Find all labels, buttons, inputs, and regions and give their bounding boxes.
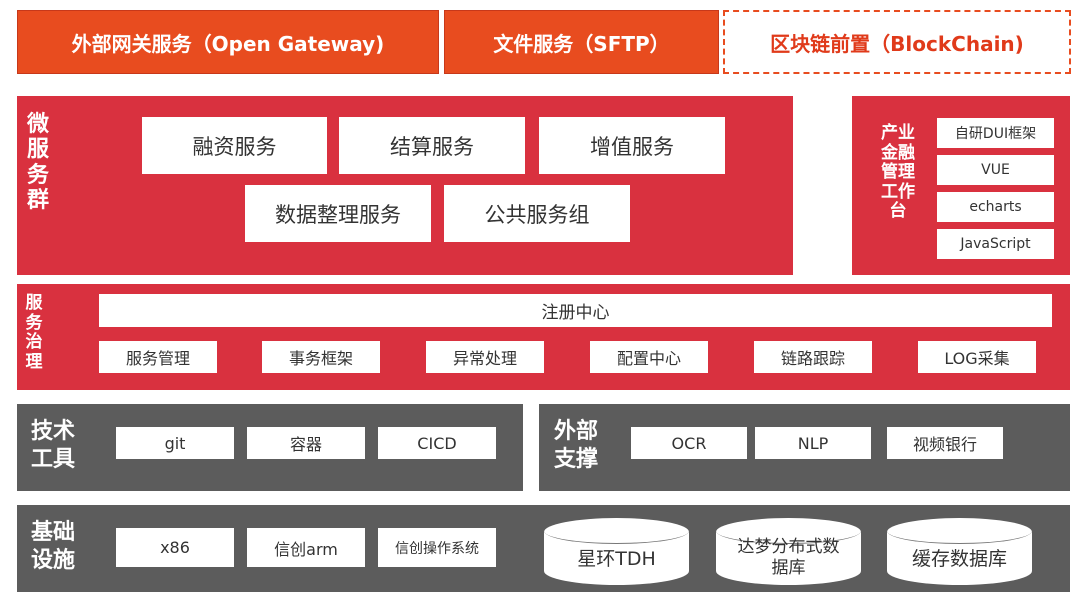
service-governance-label: 服务治理: [25, 293, 43, 372]
external-support-label: 外部支撑: [554, 419, 599, 472]
gateway-service-label: 外部网关服务（Open Gateway): [71, 31, 385, 56]
governance-item-label: 配置中心: [616, 349, 681, 368]
workbench-item-echarts: echarts: [937, 192, 1054, 222]
tech-item-label: git: [164, 433, 186, 453]
governance-item-label: 链路跟踪: [780, 349, 845, 368]
tech-tools-panel: 技术工具 git 容器 CICD: [17, 404, 523, 491]
tech-item-cicd: CICD: [378, 427, 496, 459]
file-service-label: 文件服务（SFTP）: [493, 31, 670, 56]
governance-item-config-center: 配置中心: [590, 341, 708, 373]
workbench-item-label: JavaScript: [960, 236, 1031, 252]
infra-box-arm: 信创arm: [247, 528, 365, 567]
financing-service-box: 融资服务: [142, 117, 327, 174]
service-governance-panel: 服务治理 注册中心 服务管理 事务框架 异常处理 配置中心 链路跟踪 LOG采集: [17, 284, 1070, 390]
workbench-item-label: VUE: [981, 162, 1010, 178]
workbench-item-javascript: JavaScript: [937, 229, 1054, 259]
external-item-ocr: OCR: [631, 427, 747, 459]
registry-center-label: 注册中心: [541, 303, 610, 323]
infra-box-x86: x86: [116, 528, 234, 567]
external-support-panel: 外部支撑 OCR NLP 视频银行: [539, 404, 1070, 491]
tech-item-label: 容器: [289, 435, 322, 454]
database-label: 星环TDH: [577, 548, 656, 570]
workbench-item-label: echarts: [969, 199, 1022, 215]
settlement-service-box: 结算服务: [339, 117, 525, 174]
value-added-service-label: 增值服务: [590, 134, 674, 159]
infra-box-os: 信创操作系统: [378, 528, 496, 567]
tech-tools-label: 技术工具: [31, 419, 76, 472]
settlement-service-label: 结算服务: [390, 134, 474, 159]
governance-item-label: LOG采集: [944, 349, 1010, 368]
public-service-group-label: 公共服务组: [484, 202, 590, 227]
industry-finance-panel: 产业金融管理工作台 自研DUI框架 VUE echarts JavaScript: [852, 96, 1070, 275]
external-item-label: NLP: [797, 433, 829, 453]
infrastructure-label: 基础设施: [31, 520, 76, 573]
value-added-service-box: 增值服务: [539, 117, 725, 174]
external-item-nlp: NLP: [755, 427, 871, 459]
blockchain-label: 区块链前置（BlockChain): [770, 31, 1024, 56]
data-processing-service-label: 数据整理服务: [275, 202, 401, 227]
gateway-service-box: 外部网关服务（Open Gateway): [17, 10, 439, 74]
financing-service-label: 融资服务: [192, 134, 277, 159]
governance-item-service-management: 服务管理: [99, 341, 217, 373]
governance-item-label: 服务管理: [125, 349, 190, 368]
external-item-label: 视频银行: [912, 435, 977, 454]
external-item-video-banking: 视频银行: [887, 427, 1003, 459]
workbench-item-label: 自研DUI框架: [954, 126, 1037, 142]
governance-item-trace: 链路跟踪: [754, 341, 872, 373]
database-label: 达梦分布式数据库: [737, 537, 840, 578]
data-processing-service-box: 数据整理服务: [245, 185, 431, 242]
tech-item-label: CICD: [417, 433, 457, 453]
database-cylinder-dameng: 达梦分布式数据库: [716, 518, 861, 585]
tech-item-container: 容器: [247, 427, 365, 459]
database-cylinder-tdh: 星环TDH: [544, 518, 689, 585]
database-label: 缓存数据库: [911, 548, 1007, 570]
workbench-item-dui: 自研DUI框架: [937, 118, 1054, 148]
infra-box-label: 信创arm: [274, 539, 338, 559]
registry-center-box: 注册中心: [99, 294, 1052, 327]
tech-item-git: git: [116, 427, 234, 459]
blockchain-box: 区块链前置（BlockChain): [723, 10, 1071, 74]
governance-item-label: 异常处理: [452, 349, 517, 368]
governance-item-label: 事务框架: [288, 349, 353, 368]
infrastructure-panel: 基础设施 x86 信创arm 信创操作系统 星环TDH 达梦分布式数据库 缓存数…: [17, 505, 1070, 592]
external-item-label: OCR: [671, 433, 707, 453]
governance-item-log-collection: LOG采集: [918, 341, 1036, 373]
infra-box-label: 信创操作系统: [395, 540, 479, 557]
microservice-panel: 微服务群 融资服务 结算服务 增值服务 数据整理服务 公共服务组: [17, 96, 793, 275]
public-service-group-box: 公共服务组: [444, 185, 630, 242]
database-cylinder-cache: 缓存数据库: [887, 518, 1032, 585]
governance-item-transaction-framework: 事务框架: [262, 341, 380, 373]
infra-box-label: x86: [160, 538, 190, 557]
microservice-label: 微服务群: [26, 112, 49, 213]
governance-item-exception-handling: 异常处理: [426, 341, 544, 373]
workbench-item-vue: VUE: [937, 155, 1054, 185]
file-service-box: 文件服务（SFTP）: [444, 10, 719, 74]
industry-finance-label: 产业金融管理工作台: [881, 123, 915, 222]
